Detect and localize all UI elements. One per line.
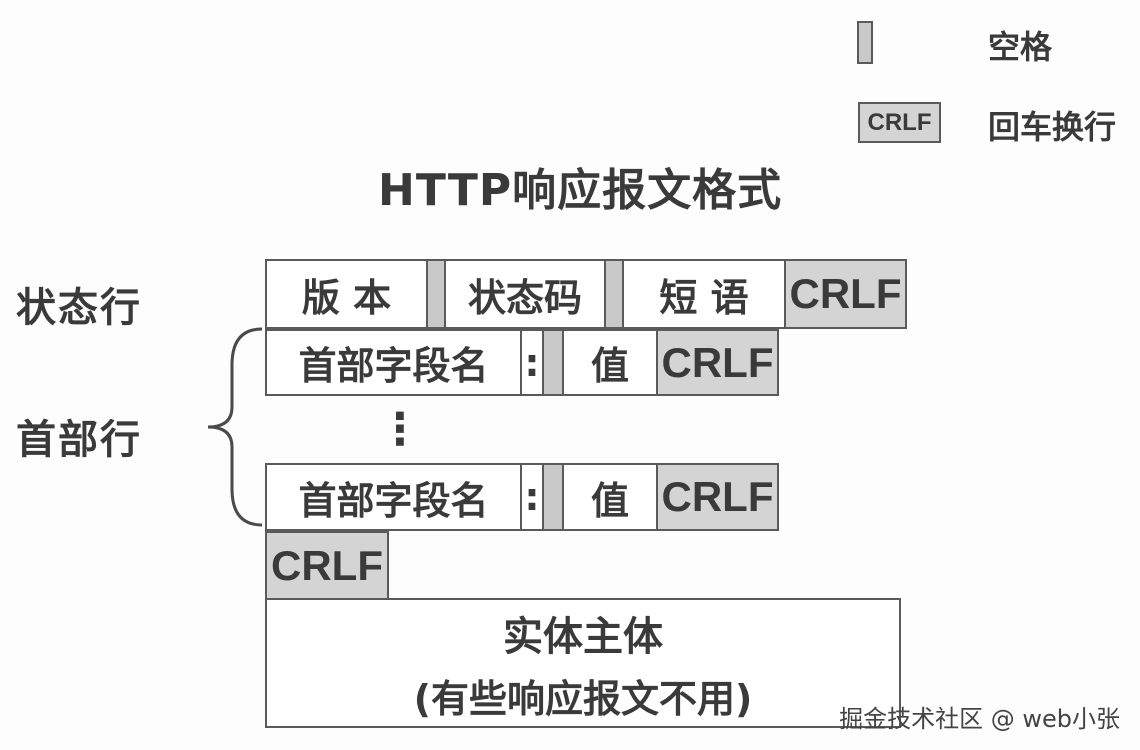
status-space-cell-2	[604, 259, 624, 329]
header2-field-name-cell: 首部字段名	[265, 463, 522, 531]
header-ellipsis: ⋮	[378, 404, 422, 455]
status-crlf-text: CRLF	[789, 270, 902, 317]
status-line-label: 状态行	[16, 285, 142, 331]
status-code-text: 状态码	[467, 275, 582, 320]
header2-crlf-cell: CRLF	[656, 463, 779, 531]
header2-field-name-text: 首部字段名	[298, 478, 489, 523]
status-code-cell: 状态码	[444, 259, 606, 329]
header1-crlf-cell: CRLF	[656, 329, 779, 396]
header2-colon-text: :	[524, 475, 540, 519]
header-brace	[207, 327, 263, 527]
status-phrase-text: 短 语	[659, 275, 749, 320]
legend-space-swatch	[857, 21, 873, 64]
header2-space-cell	[542, 463, 564, 531]
legend-crlf-badge: CRLF	[858, 102, 941, 143]
header2-crlf-text: CRLF	[661, 473, 774, 520]
legend-crlf-text: CRLF	[867, 108, 932, 136]
watermark-text: 掘金技术社区 @ web小张	[839, 705, 1120, 733]
legend-crlf-label: 回车换行	[988, 108, 1117, 146]
header1-value-text: 值	[590, 344, 629, 388]
header1-field-name-cell: 首部字段名	[265, 329, 522, 396]
status-space-cell-1	[426, 259, 446, 329]
legend-space-label: 空格	[988, 28, 1053, 66]
status-version-text: 版 本	[301, 275, 392, 320]
header1-crlf-text: CRLF	[661, 338, 774, 386]
header2-colon-cell: :	[520, 463, 544, 531]
status-version-cell: 版 本	[265, 259, 428, 329]
status-phrase-cell: 短 语	[622, 259, 786, 329]
entity-body-box: 实体主体 (有些响应报文不用)	[265, 598, 901, 728]
header-lines-label: 首部行	[16, 417, 142, 463]
entity-body-note: (有些响应报文不用)	[413, 676, 753, 721]
header1-value-cell: 值	[562, 329, 658, 396]
blank-line-crlf-cell: CRLF	[265, 531, 389, 600]
status-crlf-cell: CRLF	[784, 259, 907, 329]
header2-value-cell: 值	[562, 463, 658, 531]
header2-value-text: 值	[590, 478, 629, 523]
diagram-title: HTTP响应报文格式	[378, 165, 783, 216]
header1-colon-text: :	[524, 340, 540, 385]
header1-colon-cell: :	[520, 329, 544, 396]
header1-space-cell	[542, 329, 564, 396]
header1-field-name-text: 首部字段名	[298, 344, 489, 388]
blank-line-crlf-text: CRLF	[271, 541, 383, 589]
entity-body-title: 实体主体	[503, 613, 663, 660]
